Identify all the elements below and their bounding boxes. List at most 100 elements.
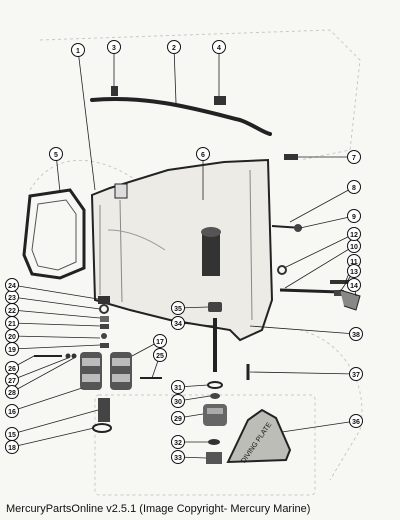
- callout-21[interactable]: 21: [5, 316, 19, 330]
- callout-circle-29[interactable]: [171, 411, 185, 425]
- callout-number-7: 7: [352, 155, 356, 162]
- callout-number-17: 17: [156, 339, 164, 346]
- callout-number-2: 2: [172, 45, 176, 52]
- callout-circle-3[interactable]: [107, 40, 121, 54]
- callout-number-26: 26: [8, 366, 16, 373]
- leader-2: [173, 46, 177, 104]
- callout-1[interactable]: 1: [71, 43, 85, 57]
- linkage-part-10: [279, 288, 341, 294]
- callout-15[interactable]: 15: [5, 427, 19, 441]
- callout-circle-25[interactable]: [153, 348, 167, 362]
- callout-25[interactable]: 25: [153, 348, 167, 362]
- callout-36[interactable]: 36: [349, 414, 363, 428]
- callout-circle-32[interactable]: [171, 435, 185, 449]
- seal-part-18: [92, 423, 112, 433]
- callout-number-29: 29: [174, 416, 182, 423]
- callout-26[interactable]: 26: [5, 361, 19, 375]
- callout-circle-8[interactable]: [347, 180, 361, 194]
- callout-34[interactable]: 34: [171, 316, 185, 330]
- callout-circle-2[interactable]: [167, 40, 181, 54]
- washer-part-30: [210, 393, 220, 399]
- callout-circle-38[interactable]: [349, 327, 363, 341]
- callout-32[interactable]: 32: [171, 435, 185, 449]
- callout-6[interactable]: 6: [196, 147, 210, 161]
- callout-number-28: 28: [8, 390, 16, 397]
- callout-circle-4[interactable]: [212, 40, 226, 54]
- callout-16[interactable]: 16: [5, 404, 19, 418]
- callout-5[interactable]: 5: [49, 147, 63, 161]
- callout-circle-28[interactable]: [5, 385, 19, 399]
- callout-circle-18[interactable]: [5, 440, 19, 454]
- callout-number-12: 12: [350, 232, 358, 239]
- callout-19[interactable]: 19: [5, 342, 19, 356]
- callout-circle-13[interactable]: [347, 264, 361, 278]
- callout-circle-36[interactable]: [349, 414, 363, 428]
- callout-27[interactable]: 27: [5, 373, 19, 387]
- callout-10[interactable]: 10: [347, 239, 361, 253]
- callout-18[interactable]: 18: [5, 440, 19, 454]
- callout-8[interactable]: 8: [347, 180, 361, 194]
- screw-part-7: [284, 154, 298, 160]
- callout-number-21: 21: [8, 321, 16, 328]
- callout-circle-16[interactable]: [5, 404, 19, 418]
- callout-number-34: 34: [174, 321, 182, 328]
- callout-number-5: 5: [54, 152, 58, 159]
- callout-circle-7[interactable]: [347, 150, 361, 164]
- callout-circle-14[interactable]: [347, 278, 361, 292]
- callout-number-4: 4: [217, 45, 221, 52]
- callout-circle-1[interactable]: [71, 43, 85, 57]
- callout-9[interactable]: 9: [347, 209, 361, 223]
- callout-31[interactable]: 31: [171, 380, 185, 394]
- callout-33[interactable]: 33: [171, 450, 185, 464]
- callout-17[interactable]: 17: [153, 334, 167, 348]
- callout-37[interactable]: 37: [349, 367, 363, 381]
- callout-4[interactable]: 4: [212, 40, 226, 54]
- callout-23[interactable]: 23: [5, 290, 19, 304]
- callout-13[interactable]: 13: [347, 264, 361, 278]
- callout-3[interactable]: 3: [107, 40, 121, 54]
- washer-part-31: [207, 381, 223, 389]
- callout-circle-12[interactable]: [347, 227, 361, 241]
- callout-20[interactable]: 20: [5, 329, 19, 343]
- callout-35[interactable]: 35: [171, 301, 185, 315]
- callout-30[interactable]: 30: [171, 394, 185, 408]
- callout-12[interactable]: 12: [347, 227, 361, 241]
- leader-20: [11, 335, 101, 339]
- nut-part-33: [206, 452, 222, 464]
- callout-number-11: 11: [350, 259, 358, 266]
- callout-circle-5[interactable]: [49, 147, 63, 161]
- callout-2[interactable]: 2: [167, 40, 181, 54]
- callout-circle-30[interactable]: [171, 394, 185, 408]
- callout-circle-6[interactable]: [196, 147, 210, 161]
- pump-body: [80, 352, 132, 390]
- gasket: [22, 188, 86, 280]
- callout-circle-24[interactable]: [5, 278, 19, 292]
- callout-7[interactable]: 7: [347, 150, 361, 164]
- bushing-part-9: [294, 224, 302, 232]
- callout-circle-33[interactable]: [171, 450, 185, 464]
- leader-19: [11, 344, 101, 350]
- callout-number-31: 31: [174, 385, 182, 392]
- callout-circle-17[interactable]: [153, 334, 167, 348]
- callout-number-30: 30: [174, 399, 182, 406]
- leader-37: [249, 371, 357, 375]
- leader-23: [11, 296, 101, 310]
- callout-29[interactable]: 29: [171, 411, 185, 425]
- callout-22[interactable]: 22: [5, 303, 19, 317]
- callout-24[interactable]: 24: [5, 278, 19, 292]
- callout-14[interactable]: 14: [347, 278, 361, 292]
- callout-number-18: 18: [8, 445, 16, 452]
- callout-circle-9[interactable]: [347, 209, 361, 223]
- callout-circle-37[interactable]: [349, 367, 363, 381]
- callout-circle-35[interactable]: [171, 301, 185, 315]
- callout-number-27: 27: [8, 378, 16, 385]
- callout-circle-34[interactable]: [171, 316, 185, 330]
- leader-36: [281, 420, 357, 433]
- footer-bar: MercuryPartsOnline v2.5.1 (Image Copyrig…: [6, 503, 310, 515]
- leader-9: [299, 215, 355, 229]
- callout-circle-31[interactable]: [171, 380, 185, 394]
- callout-38[interactable]: 38: [349, 327, 363, 341]
- callout-28[interactable]: 28: [5, 385, 19, 399]
